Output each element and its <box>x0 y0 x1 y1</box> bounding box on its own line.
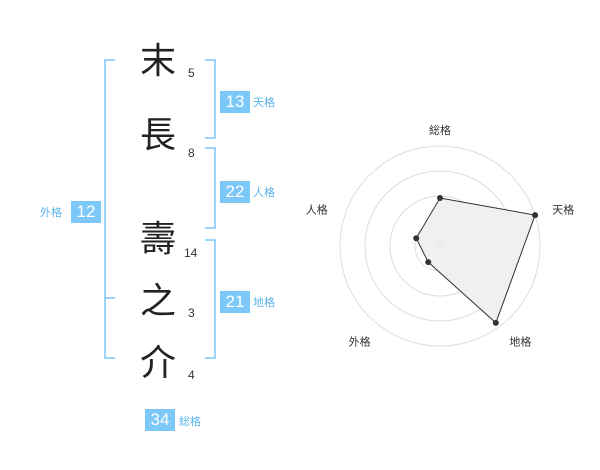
radar-point-3 <box>492 319 499 326</box>
soukaku-label: 総格 <box>179 415 201 428</box>
radar-axis-label-1: 総格 <box>429 123 451 137</box>
stroke-count-2: 8 <box>188 146 195 160</box>
name-char-2: 長 <box>139 115 176 156</box>
gaikaku-bracket <box>104 59 115 359</box>
name-char-4: 之 <box>139 281 176 322</box>
gaikaku-label: 外格 <box>40 206 62 219</box>
gaikaku-value: 12 <box>71 201 101 223</box>
jinkaku-value: 22 <box>220 181 250 203</box>
jinkaku-bracket <box>205 147 216 229</box>
tenkaku-value: 13 <box>220 91 250 113</box>
radar-axis-label-3: 地格 <box>509 334 531 348</box>
stroke-count-5: 4 <box>188 368 195 382</box>
tenkaku-label: 天格 <box>253 96 275 109</box>
name-char-1: 末 <box>139 41 176 82</box>
chikaku-label: 地格 <box>253 296 275 309</box>
name-char-5: 介 <box>139 343 176 384</box>
tenkaku-bracket <box>205 59 216 139</box>
radar-point-4 <box>425 259 432 266</box>
chikaku-bracket <box>205 239 216 359</box>
radar-axis-label-4: 外格 <box>349 334 371 348</box>
soukaku-value: 34 <box>145 409 175 431</box>
stroke-count-1: 5 <box>188 66 195 80</box>
stroke-count-3: 14 <box>184 246 198 260</box>
jinkaku-label: 人格 <box>253 186 275 199</box>
radar-point-5 <box>413 235 420 242</box>
chikaku-value: 21 <box>220 291 250 313</box>
stroke-count-4: 3 <box>188 306 195 320</box>
radar-ring-4 <box>339 145 541 347</box>
radar-point-2 <box>532 212 539 219</box>
radar-point-1 <box>437 195 443 201</box>
radar-area <box>415 197 536 324</box>
name-char-3: 壽 <box>139 219 176 260</box>
radar-axis-label-2: 天格 <box>552 203 574 217</box>
radar-axis-label-5: 人格 <box>306 203 328 217</box>
